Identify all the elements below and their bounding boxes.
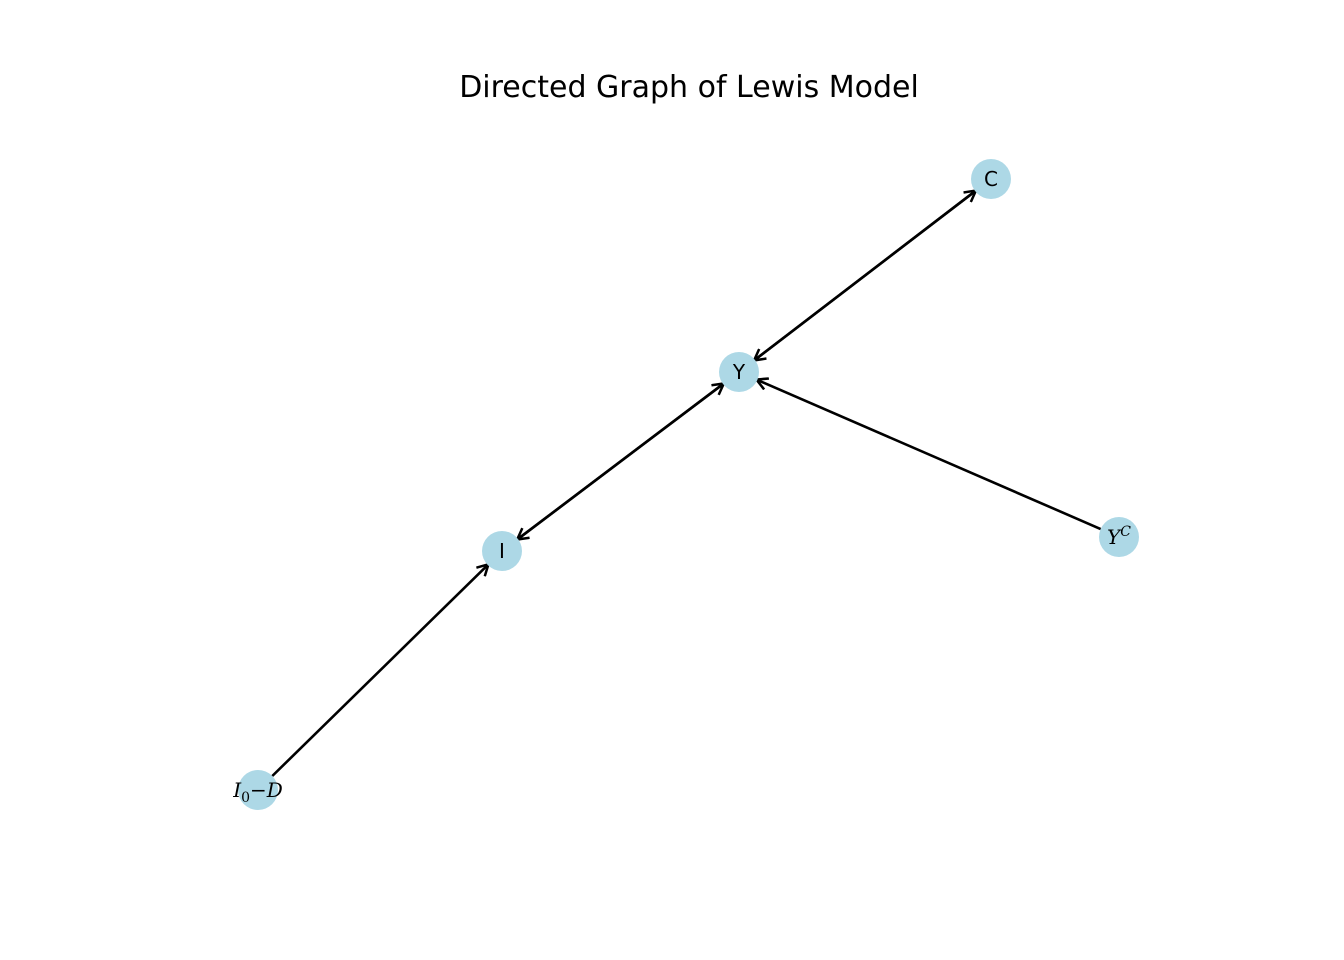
node-c: C — [971, 159, 1011, 199]
node-label: Y — [732, 360, 746, 384]
page-title: Directed Graph of Lewis Model — [459, 70, 919, 105]
node-circle — [482, 531, 522, 571]
edge-c-to-y — [754, 190, 976, 360]
node-label: C — [984, 167, 998, 191]
node-circle — [971, 159, 1011, 199]
edges-layer — [271, 190, 1102, 777]
edge-i-to-y — [517, 383, 724, 540]
node-label: I0−D — [232, 778, 283, 806]
nodes-layer: C Y I YC I0−D — [232, 159, 1139, 810]
node-circle — [719, 352, 759, 392]
node-i0d: I0−D — [232, 770, 283, 810]
node-circle — [238, 770, 278, 810]
node-label: I — [499, 539, 505, 563]
node-i: I — [482, 531, 522, 571]
node-label: YC — [1107, 524, 1131, 549]
edge-i0d-to-i — [271, 564, 488, 777]
node-y: Y — [719, 352, 759, 392]
node-circle — [1099, 517, 1139, 557]
edge-yc-to-y — [756, 380, 1102, 531]
node-yc: YC — [1099, 517, 1139, 557]
